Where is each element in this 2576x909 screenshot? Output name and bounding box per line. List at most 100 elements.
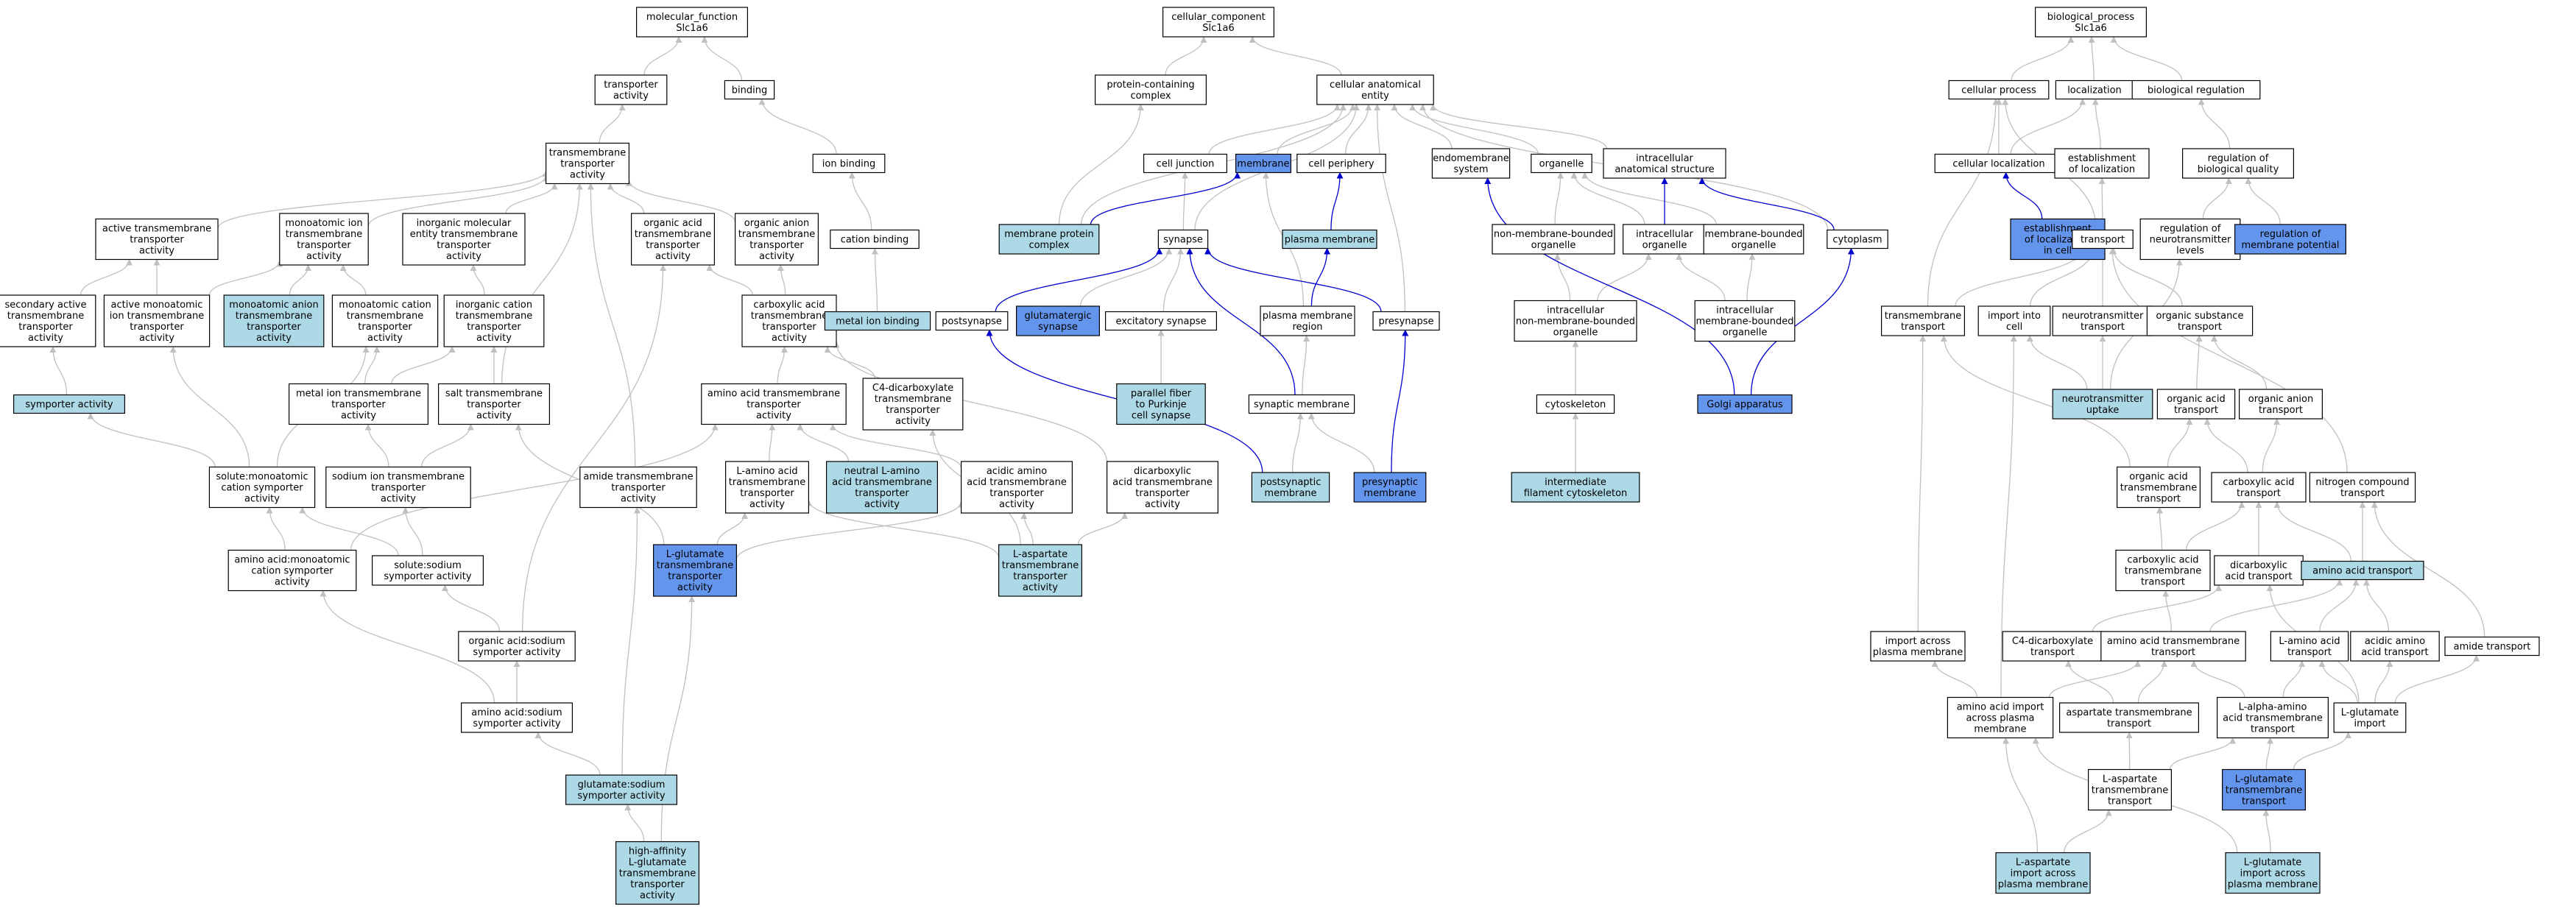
term-box	[437, 383, 550, 425]
is-a-edge-symporter-activity-to-secondary-active-tt	[49, 346, 68, 395]
term-box	[208, 466, 316, 509]
is-a-edge-intracellular-mb-organelle-to-mb-organelle	[1746, 253, 1756, 301]
term-label: ion binding	[822, 159, 875, 170]
term-box	[1514, 300, 1637, 342]
is-a-edge-sodium-ion-tt-to-metal-ion-tt	[364, 423, 389, 467]
is-a-edge-l-aspartate-tt-to-dicarboxylic-acid-tt	[1077, 512, 1129, 545]
is-a-edge-carboxylic-acid-transport-to-organic-anion-transport	[2262, 418, 2281, 473]
term-box	[1296, 153, 1386, 174]
is-a-edge-organic-acid-sodium-symporter-to-organic-acid-tt	[522, 264, 667, 632]
is-a-edge-regulation-membrane-potential-to-regulation-bq	[2245, 177, 2281, 225]
is-a-edge-metal-ion-binding-to-cation-binding	[871, 247, 879, 312]
term-box	[1977, 305, 2051, 336]
term-label: membrane	[1237, 159, 1289, 170]
term-box	[1947, 696, 2054, 739]
is-a-edge-endomembrane-system-to-cae	[1391, 104, 1453, 149]
is-a-edge-l-glutamate-tm-transport-to-l-alpha-amino-acid-tm-transport	[2265, 737, 2274, 770]
is-a-edge-ion-binding-to-binding	[758, 98, 837, 155]
is-a-edge-amino-acid-monoatomic-cation-symporter-to-solute-monoatomic-cation-symporter	[266, 506, 286, 551]
is-a-edge-acidic-amino-acid-transport-to-amino-acid-transport	[2362, 579, 2390, 632]
is-a-edge-carboxylic-acid-transport-to-organic-acid-transport	[2203, 418, 2248, 473]
is-a-edge-cellular-process-to-bp	[2011, 36, 2075, 81]
is-a-edge-organic-acid-sodium-symporter-to-solute-sodium-symporter	[441, 584, 501, 632]
is-a-edge-high-affinity-l-glutamate-tt-to-glutamate-sodium-symporter	[624, 804, 645, 842]
term-box	[1492, 224, 1615, 255]
term-box	[2156, 389, 2236, 420]
is-a-edge-c4-dicarboxylate-tt-to-carboxylic-acid-tt	[824, 346, 875, 379]
term-box	[1431, 148, 1511, 179]
is-a-edge-synapse-to-cell-junction	[1182, 171, 1189, 230]
is-a-edge-postsynaptic-membrane-to-synaptic-membrane	[1292, 412, 1304, 473]
term-box	[630, 213, 715, 266]
is-a-edge-excitatory-synapse-to-synapse	[1162, 247, 1185, 312]
term-box	[1511, 472, 1640, 503]
is-a-edge-organelle-to-cae	[1409, 104, 1539, 155]
is-a-edge-cellular-localization-to-localization	[2010, 98, 2086, 155]
term-node-binding: binding	[724, 79, 775, 100]
term-node-cation-binding: cation binding	[830, 229, 920, 250]
term-box	[652, 544, 737, 597]
is-a-edge-metal-ion-tt-to-monoatomic-cation-tt	[364, 346, 381, 384]
is-a-edge-aspartate-tm-transport-to-c4-dicarboxylate-transport	[2064, 660, 2114, 704]
is-a-edge-organic-acid-tt-to-tmt-activity	[607, 183, 645, 214]
term-label: metal ion binding	[836, 316, 920, 328]
term-box	[824, 311, 931, 331]
is-a-edge-localization-to-bp	[2088, 36, 2095, 81]
part-of-edge-postsynapse-to-synapse	[995, 247, 1163, 312]
term-box	[825, 461, 938, 514]
term-label: excitatory synapse	[1116, 316, 1207, 328]
term-box	[2146, 305, 2254, 336]
is-a-edge-mb-organelle-to-organelle	[1581, 171, 1717, 225]
term-box	[2309, 472, 2416, 503]
is-a-edge-amino-acid-import-pm-to-amino-acid-tm-transport	[2048, 660, 2142, 698]
term-box	[2217, 696, 2329, 739]
term-box	[331, 294, 439, 347]
term-box	[830, 229, 920, 250]
part-of-edge-cytoplasm-to-intracellular-as	[1698, 177, 1835, 230]
is-a-edge-l-glutamate-tt-to-acidic-amino-acid-tt	[735, 501, 965, 560]
term-label: cellular localization	[1952, 159, 2044, 170]
term-box	[1157, 229, 1209, 250]
term-box	[2239, 389, 2323, 420]
term-box	[1104, 311, 1217, 331]
term-label: synapse	[1163, 235, 1203, 246]
is-a-edge-l-amino-acid-tt-to-amino-acid-tt	[769, 423, 776, 462]
term-label: localization	[2067, 85, 2122, 96]
term-box	[2131, 79, 2261, 100]
